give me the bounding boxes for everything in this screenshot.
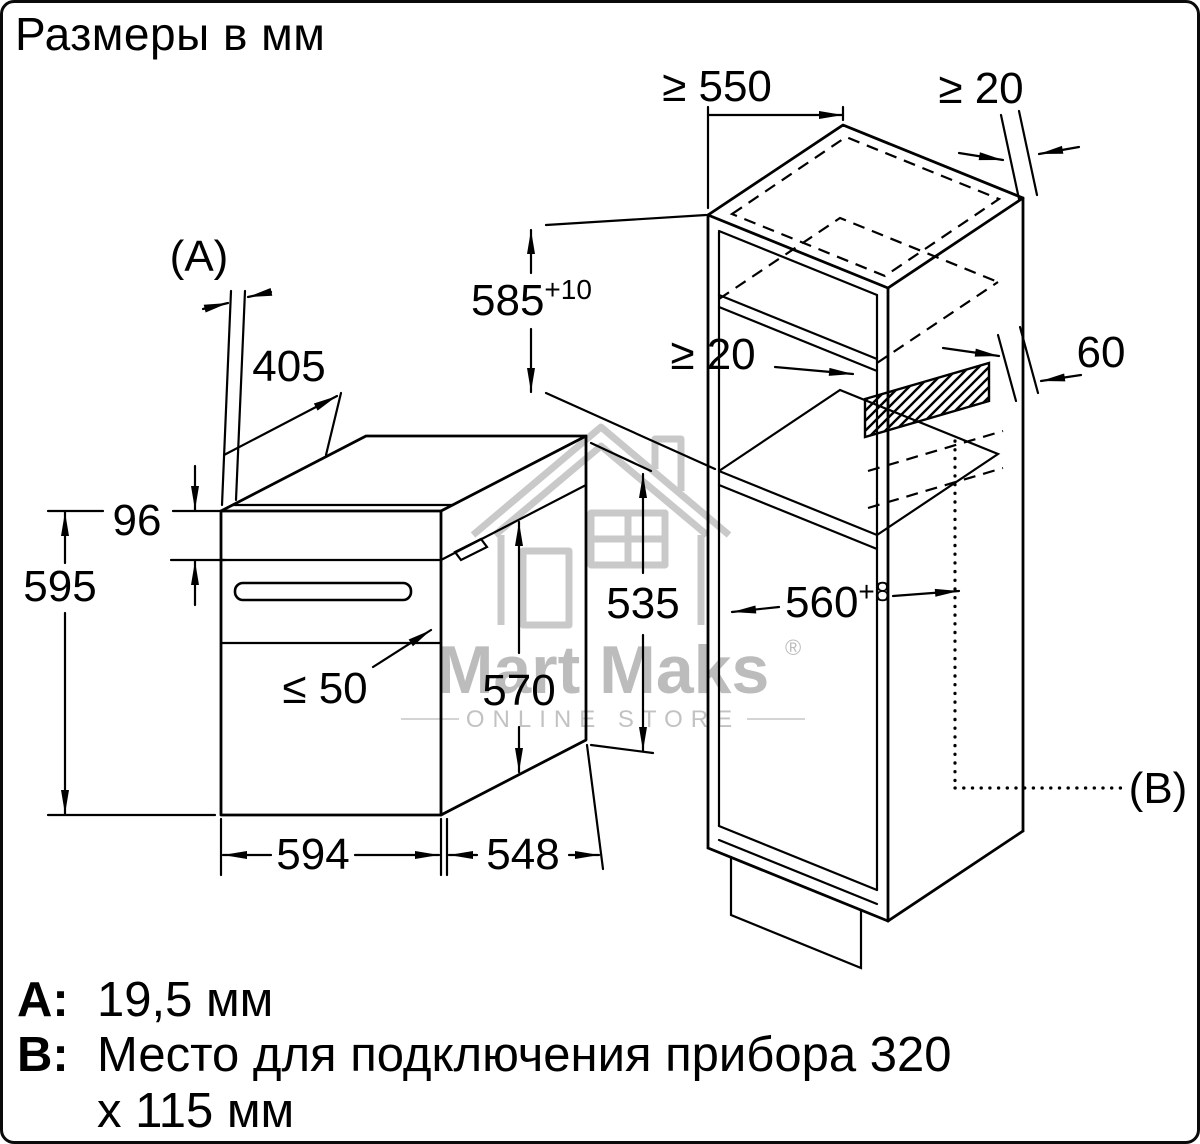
dim-oven-body-depth: 570 [482, 666, 555, 715]
legend-row-a: A: 19,5 мм [17, 973, 1187, 1028]
dim-niche-width: 560+8 [785, 576, 890, 627]
dim-oven-panel-height: 96 [113, 496, 162, 545]
dim-niche-height: 585+10 [471, 274, 592, 325]
dim-oven-body-height: 535 [606, 579, 679, 628]
watermark: Mart Maks ® ONLINE STORE [401, 423, 805, 733]
installation-diagram: Mart Maks ® ONLINE STORE (A) [23, 62, 1187, 970]
dim-label-b: (B) [1129, 764, 1188, 813]
dim-cabinet-depth: ≥ 550 [662, 62, 772, 111]
watermark-brand: Mart Maks [437, 632, 770, 708]
legend-row-b: B: Место для подключения прибора 320 х 1… [17, 1028, 1187, 1139]
page-title: Размеры в мм [15, 8, 326, 60]
rear-connection-cutout [867, 429, 1004, 510]
dim-rear-gap-mid: ≥ 20 [670, 330, 755, 379]
oven-door-handle [233, 581, 413, 602]
rear-spacer-strip [863, 361, 991, 439]
dim-oven-width: 594 [276, 830, 349, 879]
connection-area-leader [953, 439, 1123, 790]
side-vent-slot [453, 537, 489, 562]
house-watermark-icon [470, 423, 732, 629]
dim-oven-depth: 548 [486, 830, 559, 879]
cabinet-drawing [706, 123, 1123, 970]
dim-handle-clearance: ≤ 50 [282, 664, 367, 713]
dim-oven-top-depth: 405 [252, 342, 325, 391]
dim-label-a: (A) [170, 232, 229, 281]
legend: A: 19,5 мм B: Место для подключения приб… [17, 973, 1187, 1139]
dim-rear-gap-top: ≥ 20 [938, 64, 1023, 113]
oven-dimensions: (A) 405 96 595 ≤ 50 594 [23, 232, 679, 879]
legend-key-b: B: [17, 1028, 69, 1083]
legend-value-a: 19,5 мм [97, 973, 274, 1027]
dim-oven-height: 595 [23, 562, 96, 611]
cabinet-dimensions: ≥ 550 ≥ 20 585+10 ≥ 20 60 560+8 [471, 62, 1187, 813]
watermark-subtitle: ONLINE STORE [466, 706, 740, 733]
dim-rear-strip-width: 60 [1077, 328, 1126, 377]
watermark-registered-mark: ® [785, 635, 801, 660]
legend-value-b: Место для подключения прибора 320 х 115 … [97, 1028, 952, 1138]
oven-drawing [219, 434, 588, 817]
top-vent-cutout [729, 135, 1002, 278]
legend-key-a: A: [17, 973, 69, 1027]
cabinet-plinth [729, 855, 863, 970]
